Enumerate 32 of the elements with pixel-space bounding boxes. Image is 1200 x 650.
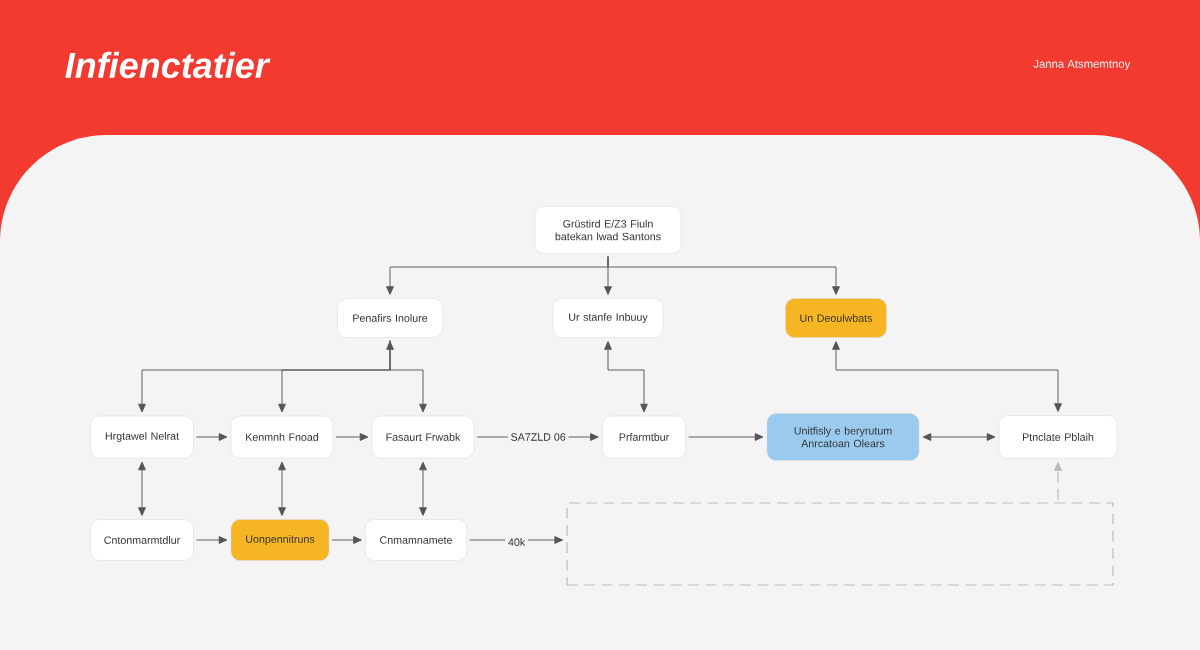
arrow xyxy=(138,461,146,516)
process-box: Cnmamnamete xyxy=(365,519,467,561)
process-box: Ur stanfe Inbuuy xyxy=(552,298,664,338)
arrow xyxy=(607,255,840,295)
process-box: Prfarmtbur xyxy=(602,415,686,459)
arrow xyxy=(688,433,764,441)
process-box: Kenmnh Fnoad xyxy=(230,415,334,459)
arrow xyxy=(195,536,228,544)
process-box: Un Deoulwbats xyxy=(785,298,887,338)
header-text: Janna Atsmemtnoy xyxy=(1033,59,1131,71)
arrow xyxy=(195,433,228,441)
arrow xyxy=(419,461,427,516)
arrow xyxy=(278,461,286,516)
arrow xyxy=(335,433,369,441)
process-box: Fasaurt Frwabk xyxy=(371,415,475,459)
arrow xyxy=(389,339,427,413)
dashed-box xyxy=(566,502,1114,586)
process-box: Grüstird E/Z3 Fiuln batekan lwad Santons xyxy=(534,206,682,254)
arrow xyxy=(331,536,362,544)
process-box: Cntonmarmtdlur xyxy=(90,519,194,561)
process-box: Unitfisly e beryrutum Anrcatoan Olears xyxy=(766,413,920,461)
arrow xyxy=(604,341,648,413)
arrow xyxy=(468,536,563,544)
arrow xyxy=(922,433,996,441)
arrow xyxy=(138,341,394,413)
process-box: Penafirs Inolure xyxy=(337,298,443,338)
edge-label: 40k xyxy=(505,535,528,549)
process-box: Uonpennitruns xyxy=(230,519,330,561)
process-box: Hrgtawel Nelrat xyxy=(90,415,194,459)
title: Infienctatier xyxy=(65,51,271,79)
process-box: Ptnclate Pblaih xyxy=(998,415,1118,459)
arrow xyxy=(832,341,1062,412)
